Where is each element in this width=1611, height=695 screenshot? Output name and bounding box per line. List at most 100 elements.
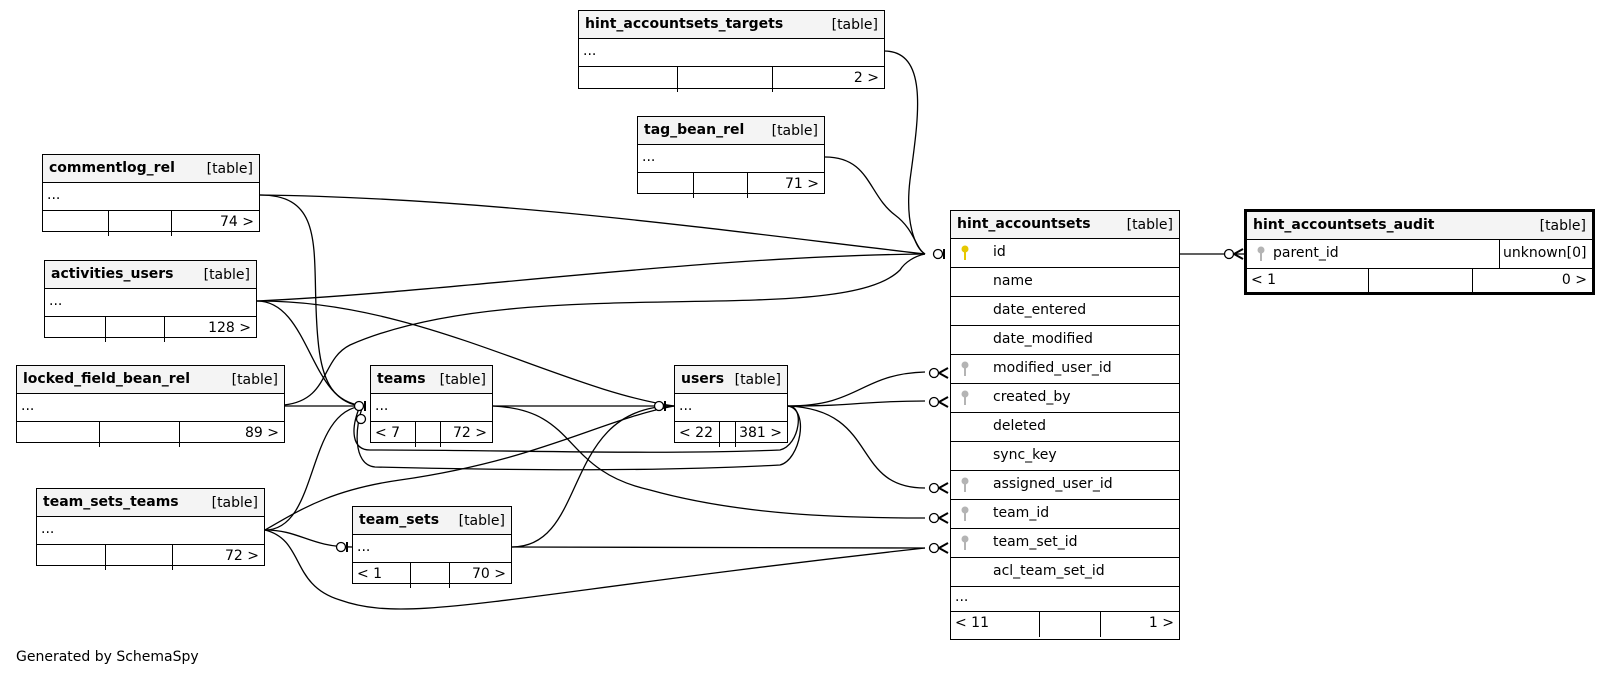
table-type: [table] (771, 123, 818, 139)
column-row[interactable]: team_id (951, 500, 1179, 529)
columns-ellipsis: ... (43, 183, 259, 211)
columns-ellipsis: ... (45, 289, 256, 317)
table-header: tag_bean_rel [table] (638, 117, 824, 145)
column-row[interactable]: deleted (951, 413, 1179, 442)
columns-ellipsis: ... (579, 39, 884, 67)
table-header: hint_accountsets_audit [table] (1247, 212, 1592, 240)
relationship-line (256, 253, 926, 302)
table-name: hint_accountsets_targets (585, 16, 784, 32)
relationship-line (824, 156, 926, 255)
table-footer: 74 > (43, 211, 259, 236)
children-count: < 22 (679, 425, 713, 441)
column-type: unknown[0] (1503, 245, 1587, 261)
column-row[interactable]: name (951, 268, 1179, 297)
table-footer: < 11 1 > (951, 612, 1179, 637)
table-footer: 2 > (579, 67, 884, 92)
table-footer: 89 > (17, 422, 284, 447)
zero-marker (335, 541, 347, 553)
parents-count: 89 > (245, 425, 279, 441)
table-footer: < 22 381 > (675, 422, 787, 447)
table-name: tag_bean_rel (644, 122, 745, 138)
table-users[interactable]: users [table] ... < 22 381 > (674, 365, 788, 447)
table-name: teams (377, 371, 426, 387)
column-row[interactable]: modified_user_id (951, 355, 1179, 384)
many-marker (938, 542, 949, 554)
parents-count: 70 > (472, 566, 506, 582)
relationship-line (787, 405, 926, 489)
table-type: [table] (1539, 218, 1586, 234)
zero-marker (928, 542, 940, 554)
relationship-line (264, 405, 364, 531)
table-commentlog-rel[interactable]: commentlog_rel [table] ... 74 > (42, 154, 260, 236)
column-row[interactable]: id (951, 239, 1179, 268)
table-name: hint_accountsets (957, 216, 1091, 232)
table-header: commentlog_rel [table] (43, 155, 259, 183)
table-name: users (681, 371, 725, 387)
columns-ellipsis: ... (37, 517, 264, 545)
foreign-key-icon (1257, 246, 1265, 261)
many-marker (938, 482, 949, 494)
relationship-line (256, 300, 364, 407)
parents-count: 74 > (220, 214, 254, 230)
column-row[interactable]: team_set_id (951, 529, 1179, 558)
column-name: assigned_user_id (993, 476, 1113, 492)
columns-ellipsis: ... (675, 394, 787, 422)
table-team-sets-teams[interactable]: team_sets_teams [table] ... 72 > (36, 488, 265, 570)
table-header: teams [table] (371, 366, 492, 394)
column-name: id (993, 244, 1006, 260)
generator-credit: Generated by SchemaSpy (16, 649, 199, 665)
table-hint-accountsets-targets[interactable]: hint_accountsets_targets [table] ... 2 > (578, 10, 885, 92)
relationship-line (787, 371, 926, 407)
column-name: modified_user_id (993, 360, 1112, 376)
column-row[interactable]: date_modified (951, 326, 1179, 355)
column-name: date_entered (993, 302, 1087, 318)
table-header: activities_users [table] (45, 261, 256, 289)
table-tag-bean-rel[interactable]: tag_bean_rel [table] ... 71 > (637, 116, 825, 198)
column-row[interactable]: sync_key (951, 442, 1179, 471)
parents-count: 381 > (739, 425, 782, 441)
relationship-line (264, 529, 926, 610)
table-type: [table] (831, 17, 878, 33)
column-row[interactable]: assigned_user_id (951, 471, 1179, 500)
columns-ellipsis: ... (951, 587, 1179, 612)
foreign-key-icon (961, 506, 969, 521)
many-marker (938, 396, 949, 408)
column-row[interactable]: created_by (951, 384, 1179, 413)
table-name: activities_users (51, 266, 174, 282)
column-name: acl_team_set_id (993, 563, 1105, 579)
column-row[interactable]: acl_team_set_id (951, 558, 1179, 587)
table-name: locked_field_bean_rel (23, 371, 190, 387)
zero-marker (353, 400, 365, 412)
foreign-key-icon (961, 390, 969, 405)
column-row[interactable]: parent_id unknown[0] (1247, 240, 1592, 269)
children-count: < 1 (357, 566, 383, 582)
table-locked-field-bean-rel[interactable]: locked_field_bean_rel [table] ... 89 > (16, 365, 285, 447)
table-header: users [table] (675, 366, 787, 394)
children-count: < 11 (955, 615, 989, 631)
table-name: team_sets_teams (43, 494, 179, 510)
children-count: < 1 (1251, 272, 1277, 288)
column-name: team_id (993, 505, 1050, 521)
table-footer: < 1 0 > (1247, 269, 1592, 294)
relationship-line (353, 405, 799, 453)
children-count: < 7 (375, 425, 401, 441)
table-team-sets[interactable]: team_sets [table] ... < 1 70 > (352, 506, 512, 588)
table-teams[interactable]: teams [table] ... < 7 72 > (370, 365, 493, 447)
columns-ellipsis: ... (17, 394, 284, 422)
table-activities-users[interactable]: activities_users [table] ... 128 > (44, 260, 257, 342)
many-marker (938, 367, 949, 379)
table-footer: < 1 70 > (353, 563, 511, 588)
parents-count: 72 > (453, 425, 487, 441)
column-name: sync_key (993, 447, 1057, 463)
table-name: hint_accountsets_audit (1253, 217, 1435, 233)
relationship-line (492, 405, 926, 519)
parents-count: 128 > (208, 320, 251, 336)
table-type: [table] (211, 495, 258, 511)
column-row[interactable]: date_entered (951, 297, 1179, 326)
relationship-line (256, 300, 675, 407)
table-hint-accountsets-audit[interactable]: hint_accountsets_audit [table] parent_id… (1244, 209, 1595, 295)
column-list: id name date_entered date_modified modified_… (951, 239, 1179, 587)
column-name: parent_id (1273, 245, 1339, 261)
relationship-line (511, 405, 675, 548)
